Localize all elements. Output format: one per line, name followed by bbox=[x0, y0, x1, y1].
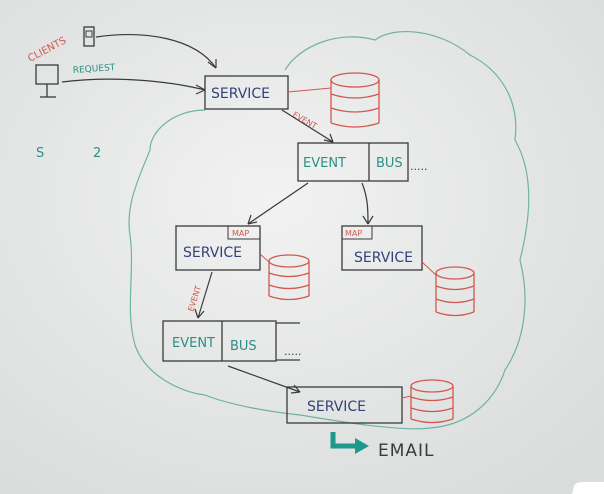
note-2: 2 bbox=[93, 146, 101, 161]
event-bus-2-bus: BUS bbox=[230, 339, 257, 354]
event-bus-2-dots: ..... bbox=[284, 345, 301, 358]
event-bus-1: EVENT BUS ..... bbox=[297, 142, 427, 182]
bus1-to-left-service-arrow bbox=[247, 182, 309, 225]
event-bus-1-event: EVENT bbox=[303, 156, 346, 171]
map-label-2: MAP bbox=[345, 229, 362, 238]
event-bus-1-bus: BUS bbox=[376, 156, 403, 171]
email-arrow-icon bbox=[330, 432, 369, 454]
overlay-corner bbox=[572, 482, 604, 494]
event-bus-2: EVENT BUS ..... bbox=[162, 320, 301, 362]
service-top: SERVICE bbox=[204, 75, 289, 110]
database-bottom-icon bbox=[410, 379, 454, 424]
database-top-icon bbox=[330, 72, 380, 128]
event-bus-2-event: EVENT bbox=[172, 336, 215, 351]
database-left-icon bbox=[268, 254, 310, 301]
client-desktop-icon bbox=[35, 64, 59, 98]
service-top-label: SERVICE bbox=[211, 86, 270, 102]
event-arrow-1 bbox=[281, 109, 334, 143]
request-arrow bbox=[61, 78, 206, 91]
phone-to-service-arrow bbox=[95, 34, 217, 69]
service-right: MAP SERVICE bbox=[341, 225, 423, 271]
request-label: REQUEST bbox=[73, 63, 117, 76]
map-label-1: MAP bbox=[232, 229, 249, 238]
email-label: EMAIL bbox=[378, 441, 435, 461]
client-phone-icon bbox=[83, 26, 95, 47]
database-right-icon bbox=[435, 266, 475, 317]
bus1-to-right-service-arrow bbox=[361, 182, 369, 225]
service-right-label: SERVICE bbox=[354, 250, 413, 266]
bus2-to-bottom-service-arrow bbox=[227, 365, 301, 393]
service-left-label: SERVICE bbox=[183, 245, 242, 261]
service-left: MAP SERVICE bbox=[175, 225, 261, 271]
event-arrow-2 bbox=[197, 271, 213, 319]
service-bottom-label: SERVICE bbox=[307, 399, 366, 415]
note-s: S bbox=[36, 146, 44, 161]
system-boundary bbox=[128, 30, 530, 430]
event-bus-1-dots: ..... bbox=[410, 160, 427, 173]
service-bottom: SERVICE bbox=[286, 386, 403, 424]
